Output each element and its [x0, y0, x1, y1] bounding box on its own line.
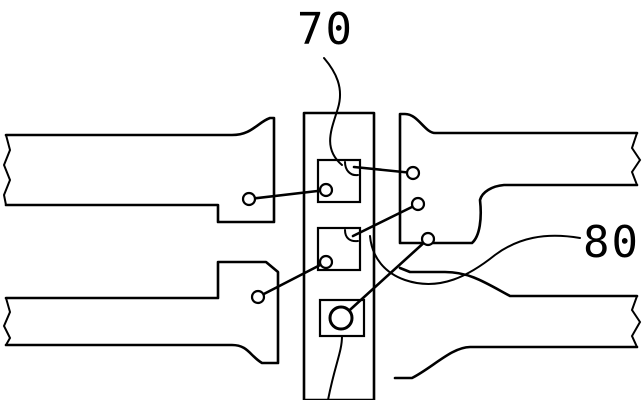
large-bond-ring [328, 305, 354, 331]
right-upper-lead [398, 112, 639, 245]
left-lower-lead [4, 260, 280, 365]
upper-pad-notch [344, 161, 359, 177]
right-lower-lead-bottom [393, 345, 639, 380]
left-upper-break-mark [2, 134, 12, 206]
callout-70-label: 70 [297, 4, 354, 55]
right-lower-lead [398, 266, 639, 298]
bottom-callout-leader [327, 335, 343, 400]
left-upper-lead [4, 116, 276, 224]
bond-wire-4 [351, 202, 420, 238]
bond-wire-5 [339, 237, 430, 320]
callout-70-leader [323, 57, 343, 166]
right-lower-break-mark [630, 295, 642, 348]
right-bond-point-2 [410, 196, 426, 212]
right-upper-break-mark [630, 132, 642, 186]
middle-pad-bond-point [318, 254, 334, 270]
right-bond-point-1 [405, 165, 421, 181]
left-lower-break-mark [2, 297, 12, 346]
bond-wire-2 [352, 165, 415, 175]
upper-pad-bond-point [318, 182, 334, 198]
bond-wire-1 [247, 188, 328, 201]
callout-80-label: 80 [583, 217, 640, 268]
left-lower-bond-point [250, 289, 266, 305]
center-die-strip [302, 111, 376, 400]
bond-wire-3 [256, 260, 328, 299]
left-upper-bond-point [241, 191, 257, 207]
middle-pad-notch [344, 229, 359, 243]
right-bond-point-3 [420, 231, 436, 247]
callout-80-leader [369, 234, 581, 285]
